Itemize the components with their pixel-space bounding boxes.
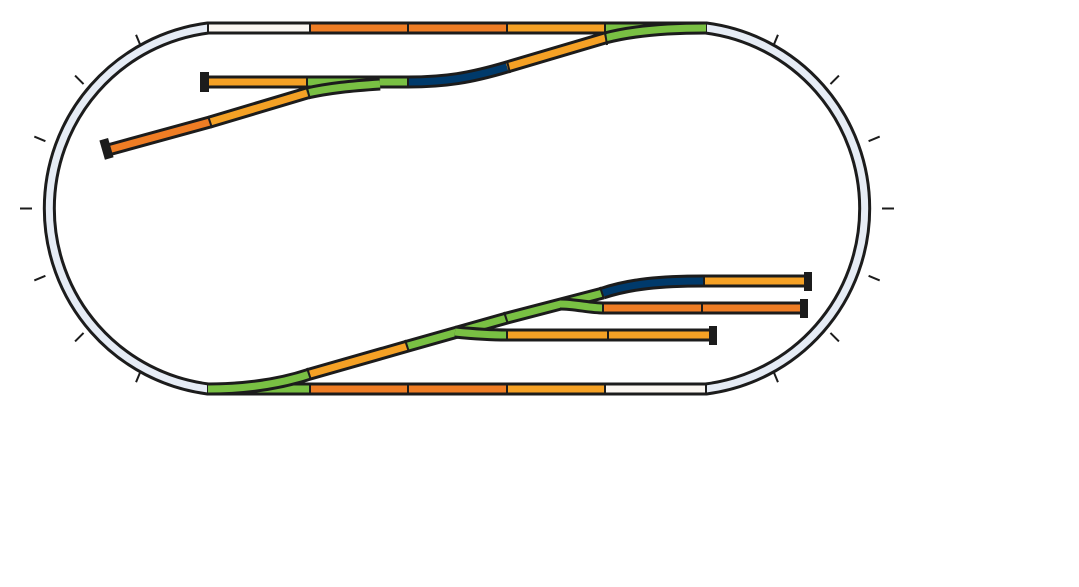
- curve-joint: [33, 274, 46, 282]
- curve-joint: [33, 135, 46, 143]
- curve-joint: [135, 34, 142, 47]
- lower-switch-curve-green: [207, 370, 312, 393]
- yard-track-1-navy: [601, 277, 705, 297]
- curve-joint: [74, 332, 85, 343]
- lower-diagonal-yellow: [309, 342, 409, 378]
- upper-spur-buffer-stop: [99, 138, 114, 160]
- upper-spur-orange: [107, 118, 211, 154]
- curve-joint: [135, 370, 142, 383]
- curve-joint: [829, 74, 840, 85]
- upper-curve-navy: [407, 63, 508, 86]
- upper-sidings: [99, 21, 707, 160]
- left-curve: [45, 24, 209, 393]
- upper-joints: [207, 31, 608, 129]
- yard-track-3-buffer-stop: [709, 326, 717, 345]
- curve-joints: [20, 34, 894, 383]
- lower-diagonal-green-2: [506, 289, 604, 322]
- upper-spur-switch-green: [306, 80, 381, 97]
- upper-switch-curve-green: [604, 24, 707, 42]
- lower-yard: [207, 272, 812, 396]
- yard-track-1-buffer-stop: [804, 272, 812, 291]
- upper-siding-buffer-stop: [200, 72, 209, 92]
- curve-joint: [74, 74, 85, 85]
- curve-joint: [868, 135, 881, 143]
- outer-loop: [20, 21, 894, 396]
- upper-spur-yellow: [208, 89, 309, 126]
- yard-joints: [306, 275, 705, 381]
- right-curve: [705, 24, 869, 393]
- yard-track-3-switch-green: [454, 328, 508, 339]
- upper-diagonal-yellow: [506, 34, 606, 71]
- curve-joint: [772, 370, 779, 383]
- curve-joint: [868, 274, 881, 282]
- curve-joint: [829, 332, 840, 343]
- yard-track-2-switch-green: [559, 300, 604, 312]
- yard-track-2-buffer-stop: [800, 299, 808, 318]
- curve-joint: [772, 34, 779, 47]
